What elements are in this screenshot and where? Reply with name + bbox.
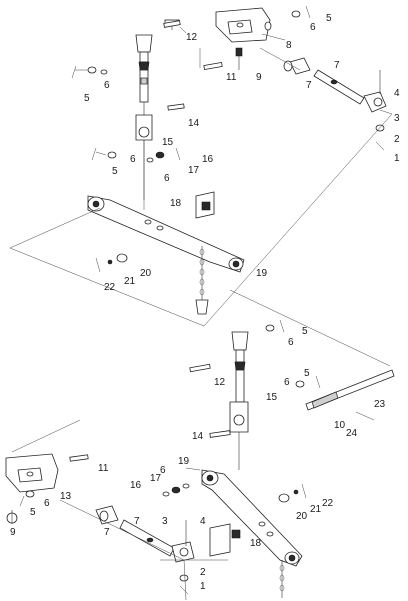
label-9-top: 9 bbox=[256, 72, 262, 83]
label-20-bot: 20 bbox=[296, 511, 308, 522]
label-18-top: 18 bbox=[170, 198, 182, 209]
bottom-pin-11 bbox=[69, 454, 89, 462]
bottom-assembly bbox=[5, 289, 395, 601]
washers-top-left bbox=[71, 65, 108, 79]
bottom-washers-5-6-left bbox=[19, 490, 35, 507]
label-13: 13 bbox=[60, 491, 72, 502]
label-19-bot: 19 bbox=[178, 456, 190, 467]
label-5-bot-c: 5 bbox=[30, 507, 36, 518]
label-6-bot-c: 6 bbox=[160, 465, 166, 476]
label-18-bot: 18 bbox=[250, 538, 262, 549]
label-8: 8 bbox=[286, 40, 292, 51]
label-2-bot: 2 bbox=[200, 567, 206, 578]
washers-20-21-22 bbox=[95, 253, 128, 273]
label-22-top: 22 bbox=[104, 282, 116, 293]
bottom-bracket-13 bbox=[5, 453, 59, 493]
bottom-stabilizer-rod bbox=[95, 505, 195, 595]
part-labels: 12 5 6 8 7 11 9 7 4 3 2 1 6 5 14 15 16 1… bbox=[10, 13, 400, 592]
label-9-bot: 9 bbox=[10, 527, 16, 538]
bottom-chain bbox=[279, 560, 285, 598]
label-3-top: 3 bbox=[394, 113, 400, 124]
label-5-mid: 5 bbox=[112, 166, 118, 177]
bottom-pins-16-17-6 bbox=[162, 483, 190, 497]
label-23: 23 bbox=[374, 399, 386, 410]
guide-lines-top bbox=[9, 47, 393, 327]
bottom-pin-12 bbox=[189, 363, 211, 373]
pin-14-top bbox=[167, 103, 185, 111]
label-7-bot-b: 7 bbox=[104, 527, 110, 538]
bracket-8 bbox=[215, 7, 286, 43]
label-12-bot: 12 bbox=[214, 377, 226, 388]
pins-16-17 bbox=[146, 147, 181, 163]
label-5-bot-b: 5 bbox=[304, 368, 310, 379]
label-7a: 7 bbox=[334, 60, 340, 71]
label-14-top: 14 bbox=[188, 118, 200, 129]
washers-mid-left bbox=[91, 147, 117, 161]
label-4-top: 4 bbox=[394, 88, 400, 99]
bottom-washer-5-6-mid bbox=[295, 375, 321, 389]
label-24: 24 bbox=[346, 428, 358, 439]
pin-12-top bbox=[163, 20, 187, 34]
label-11-bot: 11 bbox=[98, 463, 109, 474]
bracket-18-top bbox=[195, 191, 215, 219]
label-5-top-right: 5 bbox=[326, 13, 332, 24]
label-17-bot: 17 bbox=[150, 473, 162, 484]
label-15-bot: 15 bbox=[266, 392, 278, 403]
bolt-9 bbox=[235, 47, 243, 70]
label-3-bot: 3 bbox=[162, 516, 168, 527]
label-19-top: 19 bbox=[256, 268, 268, 279]
label-6-top-right: 6 bbox=[310, 22, 316, 33]
label-10: 10 bbox=[334, 420, 346, 431]
bottom-lift-rod bbox=[229, 331, 249, 470]
label-6-bot-b: 6 bbox=[284, 377, 290, 388]
label-20-top: 20 bbox=[140, 268, 152, 279]
top-lift-rod bbox=[135, 19, 180, 200]
label-6-mid2: 6 bbox=[164, 173, 170, 184]
label-6-bot-d: 6 bbox=[44, 498, 50, 509]
bottom-rod-23 bbox=[305, 369, 395, 421]
label-6-bot-a: 6 bbox=[288, 337, 294, 348]
label-11-top: 11 bbox=[226, 72, 237, 83]
label-6-mid: 6 bbox=[130, 154, 136, 165]
label-7-bot-a: 7 bbox=[134, 516, 140, 527]
label-14-bot: 14 bbox=[192, 431, 204, 442]
guide-lines-bottom bbox=[11, 289, 391, 601]
bottom-washers-20-21-22 bbox=[278, 483, 307, 503]
bottom-bracket-18 bbox=[209, 523, 241, 557]
label-1-bot: 1 bbox=[200, 581, 206, 592]
label-5-left: 5 bbox=[84, 93, 90, 104]
chain-top bbox=[195, 246, 209, 315]
label-12-top: 12 bbox=[186, 32, 198, 43]
label-15-top: 15 bbox=[162, 137, 174, 148]
bottom-washer-5-6-top bbox=[265, 319, 285, 333]
label-22-bot: 22 bbox=[322, 498, 334, 509]
label-1-top: 1 bbox=[394, 153, 400, 164]
label-7b: 7 bbox=[306, 80, 312, 91]
label-2-top: 2 bbox=[394, 134, 400, 145]
label-5-bot-a: 5 bbox=[302, 326, 308, 337]
lower-link-top bbox=[87, 195, 245, 273]
label-6-left: 6 bbox=[104, 80, 110, 91]
label-21-top: 21 bbox=[124, 276, 136, 287]
label-16-top: 16 bbox=[202, 154, 214, 165]
bottom-lower-link bbox=[201, 469, 303, 567]
label-16-bot: 16 bbox=[130, 480, 142, 491]
label-17-top: 17 bbox=[188, 165, 200, 176]
pin-11 bbox=[203, 62, 223, 70]
label-4-bot: 4 bbox=[200, 516, 206, 527]
label-21-bot: 21 bbox=[310, 504, 322, 515]
bolt-5-6-top-right bbox=[291, 5, 311, 19]
bottom-bolt-9 bbox=[6, 510, 18, 524]
top-assembly bbox=[9, 5, 393, 327]
bottom-pin-14 bbox=[209, 430, 231, 438]
stabilizer-rod-top bbox=[283, 57, 387, 151]
